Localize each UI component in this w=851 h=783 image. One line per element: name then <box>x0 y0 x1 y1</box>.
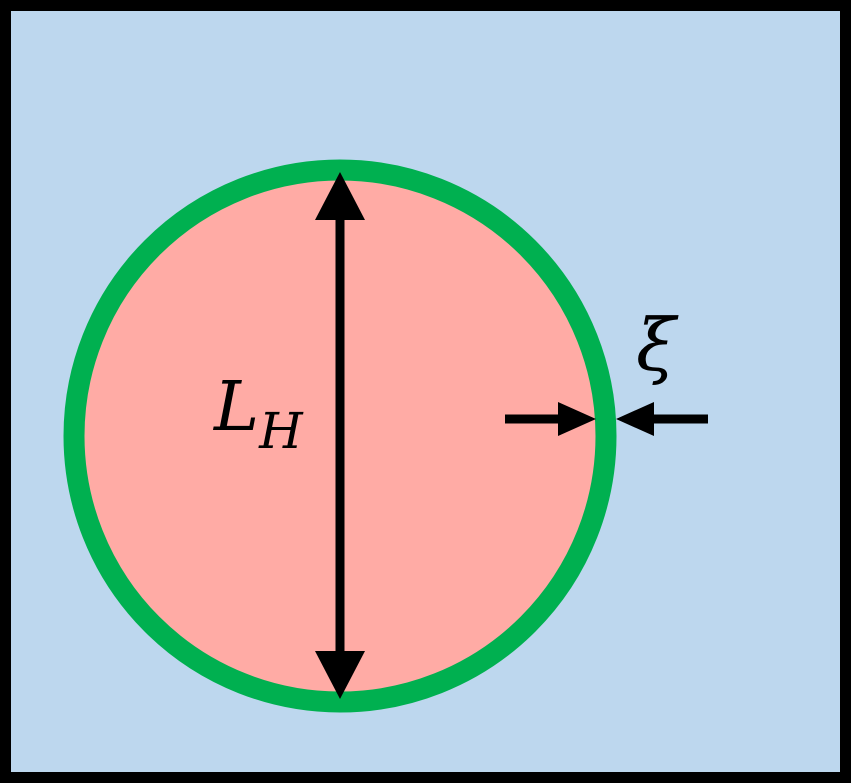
diameter-label-subscript: H <box>258 402 304 460</box>
thickness-arrows <box>505 402 708 436</box>
thickness-arrowhead-left <box>558 402 596 436</box>
diameter-label: LH <box>212 368 304 460</box>
thickness-arrowhead-right <box>616 402 654 436</box>
diameter-arrowhead-bottom <box>315 651 365 699</box>
diameter-label-main: L <box>212 368 259 447</box>
diameter-arrow <box>315 172 365 699</box>
diameter-arrowhead-top <box>315 172 365 220</box>
thickness-label: ξ <box>636 303 679 387</box>
